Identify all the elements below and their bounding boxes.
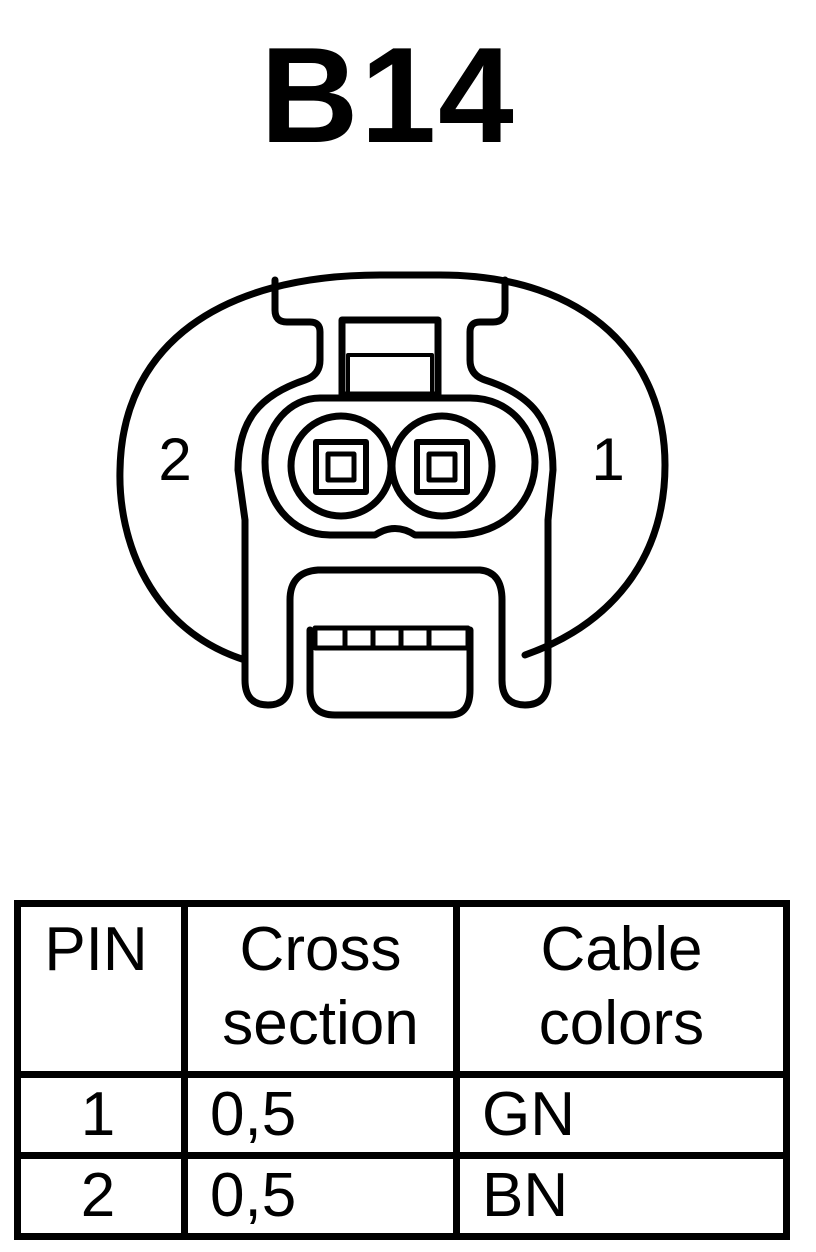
pin-2-contact-outer <box>313 439 369 495</box>
cavity-outer <box>261 394 539 539</box>
cell-pin: 1 <box>14 1071 188 1159</box>
connector-housing-outline <box>116 271 669 664</box>
connector-diagram: 2 1 <box>116 271 669 719</box>
key-block-inner <box>346 353 434 397</box>
pin-1-contact-inner <box>426 451 458 483</box>
bottom-lock <box>306 626 474 719</box>
pin-2-contact-inner <box>325 451 357 483</box>
cell-cross-section: 0,5 <box>181 1071 460 1159</box>
pin-2-label: 2 <box>158 426 191 493</box>
cell-cable-color: BN <box>453 1152 790 1240</box>
table-header-row: PIN Cross section Cable colors <box>14 900 790 1078</box>
key-block <box>338 316 442 399</box>
pin-2-socket <box>287 412 395 520</box>
pin-1-socket <box>388 412 496 520</box>
header-cable-colors: Cable colors <box>453 900 790 1078</box>
table-row: 2 0,5 BN <box>14 1152 790 1240</box>
pin-table: PIN Cross section Cable colors 1 0,5 GN … <box>14 900 790 1240</box>
pin-1-contact-outer <box>414 439 470 495</box>
pin-1-label: 1 <box>591 426 624 493</box>
connector-title: B14 <box>260 19 516 171</box>
bottom-lock-rib <box>312 625 471 651</box>
cell-pin: 2 <box>14 1152 188 1240</box>
header-pin: PIN <box>14 900 188 1078</box>
cell-cable-color: GN <box>453 1071 790 1159</box>
table-row: 1 0,5 GN <box>14 1071 790 1159</box>
latch-tab <box>234 276 557 709</box>
cell-cross-section: 0,5 <box>181 1152 460 1240</box>
header-cross-section: Cross section <box>181 900 460 1078</box>
